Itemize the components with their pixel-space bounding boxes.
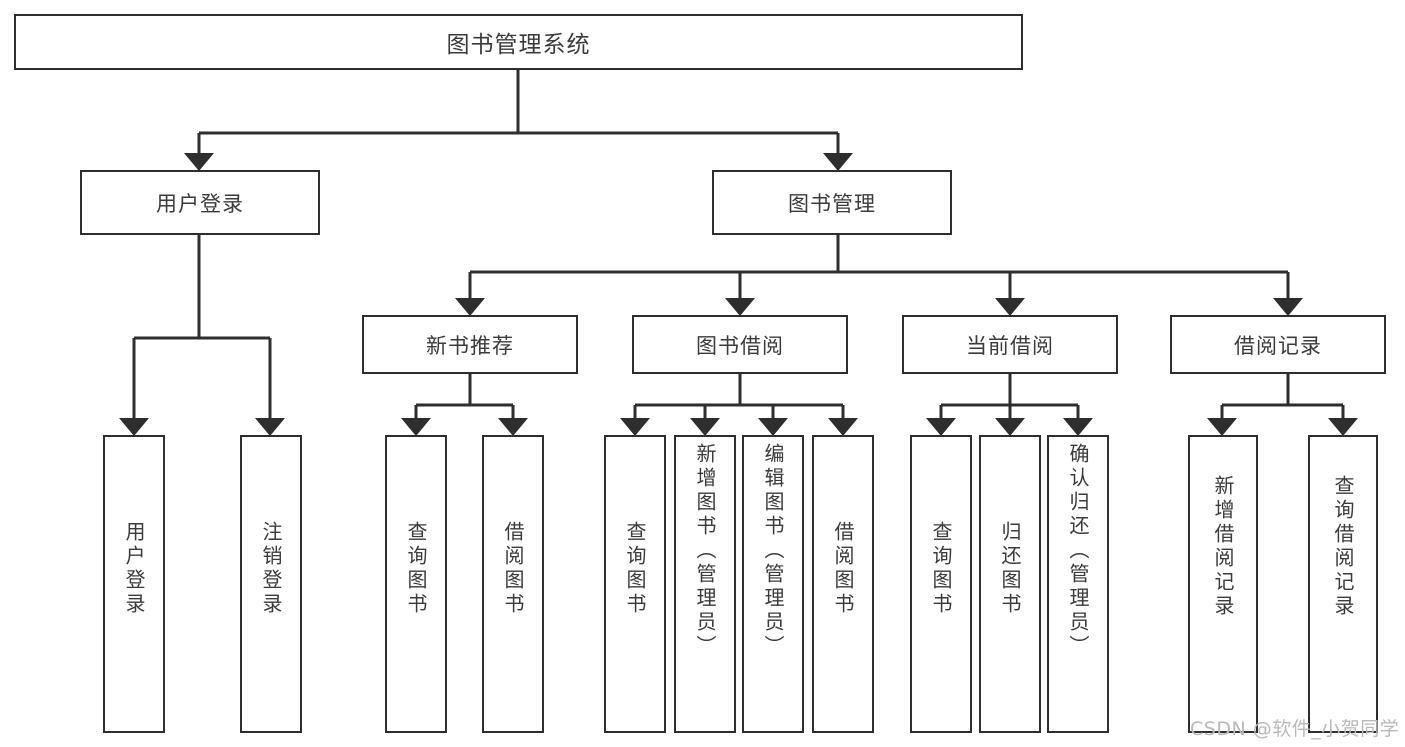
node-label: 当前借阅 — [966, 333, 1054, 358]
node-label: 查询图书 — [404, 521, 428, 617]
node-label: 注销登录 — [259, 521, 283, 617]
node-label: 借阅图书 — [501, 521, 525, 617]
node-label: 新书推荐 — [426, 333, 514, 358]
leaf-query-borrow-record[interactable]: 查询借阅记录 — [1308, 435, 1378, 733]
node-book-borrow[interactable]: 图书借阅 — [632, 315, 848, 374]
node-book-management[interactable]: 图书管理 — [712, 170, 952, 235]
node-label: 新增图书（管理员） — [693, 443, 717, 659]
leaf-add-borrow-record[interactable]: 新增借阅记录 — [1188, 435, 1258, 733]
node-label: 查询图书 — [929, 521, 953, 617]
leaf-edit-book-admin[interactable]: 编辑图书（管理员） — [742, 435, 804, 733]
node-label: 图书管理系统 — [446, 32, 591, 58]
node-label: 新增借阅记录 — [1211, 475, 1235, 619]
node-label: 查询图书 — [623, 521, 647, 617]
csdn-watermark: CSDN @软件_小贺同学 — [1190, 718, 1400, 740]
leaf-query-book-current[interactable]: 查询图书 — [910, 435, 972, 733]
leaf-borrow-book-recommend[interactable]: 借阅图书 — [482, 435, 544, 733]
node-label: 借阅记录 — [1234, 333, 1322, 358]
leaf-logout[interactable]: 注销登录 — [240, 435, 302, 733]
leaf-confirm-return-admin[interactable]: 确认归还（管理员） — [1047, 435, 1109, 733]
node-borrow-record[interactable]: 借阅记录 — [1170, 315, 1386, 374]
node-label: 图书借阅 — [696, 333, 784, 358]
node-root-system[interactable]: 图书管理系统 — [14, 14, 1023, 70]
node-label: 用户登录 — [156, 191, 244, 216]
node-label: 编辑图书（管理员） — [761, 443, 785, 659]
node-label: 借阅图书 — [831, 521, 855, 617]
node-label: 归还图书 — [998, 521, 1022, 617]
node-new-book-recommend[interactable]: 新书推荐 — [362, 315, 578, 374]
node-label: 查询借阅记录 — [1331, 475, 1355, 619]
leaf-query-book-borrow[interactable]: 查询图书 — [604, 435, 666, 733]
node-user-login[interactable]: 用户登录 — [80, 170, 320, 235]
leaf-borrow-book[interactable]: 借阅图书 — [812, 435, 874, 733]
leaf-query-book-recommend[interactable]: 查询图书 — [385, 435, 447, 733]
node-label: 确认归还（管理员） — [1066, 443, 1090, 659]
leaf-user-login[interactable]: 用户登录 — [103, 435, 165, 733]
node-current-borrow[interactable]: 当前借阅 — [902, 315, 1118, 374]
leaf-add-book-admin[interactable]: 新增图书（管理员） — [674, 435, 736, 733]
node-label: 用户登录 — [122, 521, 146, 617]
leaf-return-book[interactable]: 归还图书 — [979, 435, 1041, 733]
node-label: 图书管理 — [788, 191, 876, 216]
